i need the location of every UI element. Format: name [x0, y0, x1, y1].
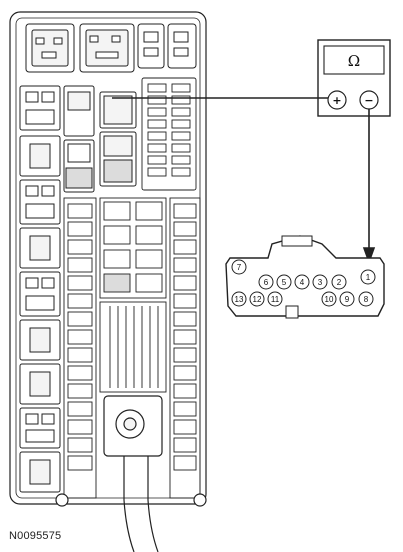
ohmmeter: Ω + − — [317, 39, 391, 117]
pin-1 — [360, 269, 376, 285]
pin-label-12: 12 — [253, 295, 262, 304]
pin-label-1: 1 — [366, 273, 371, 282]
pin-label-6: 6 — [264, 278, 269, 287]
pin-label-3: 3 — [318, 278, 323, 287]
test-leads — [112, 97, 376, 265]
ground-stud — [103, 395, 163, 552]
top-relay-block — [25, 23, 197, 73]
pin-6 — [258, 274, 274, 290]
pin-9 — [339, 291, 355, 307]
pin-11 — [267, 291, 283, 307]
left-relay-column — [19, 85, 61, 493]
pin-7 — [231, 259, 247, 275]
ohm-symbol: Ω — [348, 52, 360, 70]
positive-label: + — [332, 94, 341, 107]
fuse-box — [9, 11, 207, 552]
pin-10 — [321, 291, 337, 307]
mount-hole-left — [55, 493, 69, 507]
probe-tip — [362, 247, 376, 265]
pin-label-13: 13 — [235, 295, 244, 304]
pin-label-9: 9 — [345, 295, 350, 304]
pin-label-4: 4 — [300, 278, 305, 287]
pin-label-7: 7 — [237, 263, 242, 272]
pin-4 — [294, 274, 310, 290]
pin-13 — [231, 291, 247, 307]
mini-fuse-strip — [141, 77, 197, 191]
pin-label-5: 5 — [282, 278, 287, 287]
pin-label-11: 11 — [271, 295, 280, 304]
center-relay-block — [63, 85, 137, 193]
figure-id: N0095575 — [9, 530, 62, 542]
pin-label-2: 2 — [337, 278, 342, 287]
pin-8 — [358, 291, 374, 307]
pin-3 — [312, 274, 328, 290]
positive-terminal — [327, 90, 347, 110]
negative-label: − — [364, 94, 373, 107]
fuse-grid — [63, 197, 201, 499]
pin-5 — [276, 274, 292, 290]
pin-label-8: 8 — [364, 295, 369, 304]
pin-label-10: 10 — [325, 295, 334, 304]
connector — [225, 235, 385, 319]
pin-12 — [249, 291, 265, 307]
mount-hole-right — [193, 493, 207, 507]
ohmmeter-display — [323, 45, 385, 75]
pin-2 — [331, 274, 347, 290]
